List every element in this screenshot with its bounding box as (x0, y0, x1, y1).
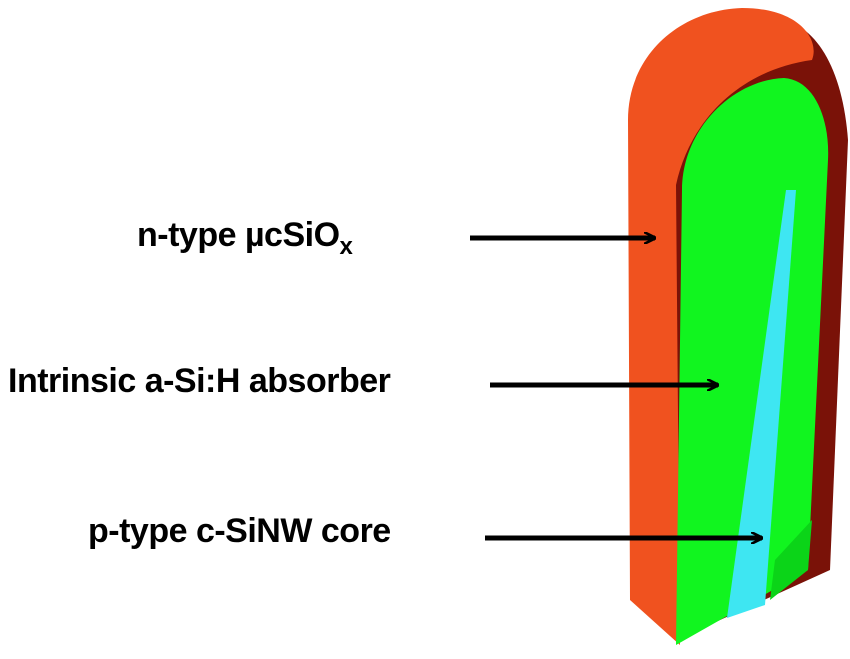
n-layer-label-subscript: x (339, 233, 353, 260)
absorber-shade (770, 520, 812, 600)
core-region (727, 190, 796, 618)
core-label: p-type c-SiNW core (88, 512, 391, 550)
absorber-label: Intrinsic a-Si:H absorber (8, 362, 391, 400)
n-layer-front (628, 8, 814, 645)
n-layer-label-main: n-type µcSiO (137, 216, 340, 254)
n-layer-label: n-type µcSiOx (137, 216, 353, 261)
